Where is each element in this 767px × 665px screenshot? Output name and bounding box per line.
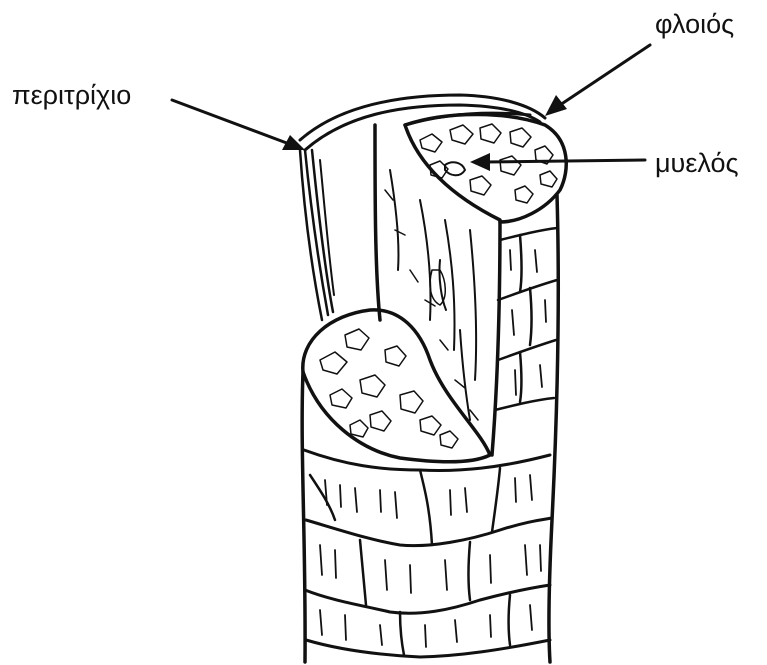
cortex-arrow <box>560 45 650 105</box>
cortex-label: φλοιός <box>655 9 734 40</box>
cuticle-sheath <box>300 95 545 320</box>
medulla-arrow <box>485 160 645 162</box>
cortex-arrowhead <box>545 95 567 116</box>
cuticle-arrow <box>172 100 292 145</box>
cuticle-label: περιτρίχιο <box>12 80 131 111</box>
medulla-arrowhead <box>470 153 490 171</box>
medulla-label: μυελός <box>655 148 738 179</box>
inner-column <box>375 113 530 455</box>
